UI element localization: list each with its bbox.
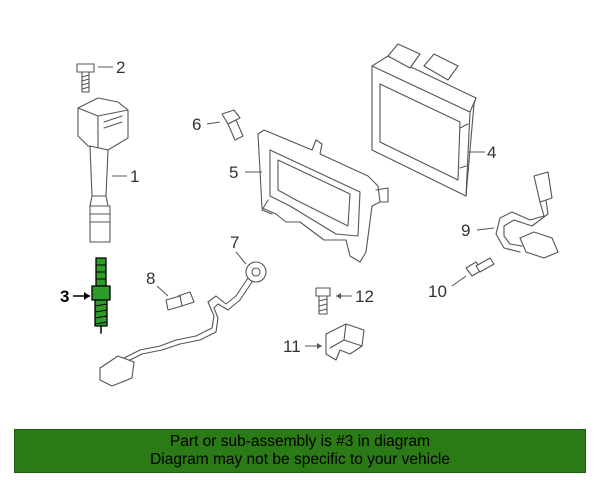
callout-11-arrow <box>317 343 322 349</box>
callout-9-leader <box>476 227 495 231</box>
callout-6-leader <box>206 121 221 125</box>
part-7-knock-sensor[interactable] <box>99 261 267 387</box>
callout-12-arrow <box>336 293 341 299</box>
part-5-bracket[interactable] <box>257 129 389 263</box>
callout-3[interactable]: 3 <box>60 287 69 306</box>
part-2-bolt[interactable] <box>76 63 95 93</box>
part-4-control-module[interactable] <box>371 43 477 197</box>
part-8-bolt[interactable] <box>165 291 195 311</box>
part-6-bolt[interactable] <box>221 109 244 141</box>
part-info-banner: Part or sub-assembly is #3 in diagram Di… <box>14 429 586 473</box>
callout-4[interactable]: 4 <box>487 143 496 162</box>
part-10-bolt[interactable] <box>465 257 495 277</box>
callout-10[interactable]: 10 <box>428 282 447 301</box>
callout-8-leader <box>156 285 169 297</box>
callout-3-arrow <box>84 292 90 300</box>
part-9-sensor-harness[interactable] <box>495 171 559 259</box>
banner-line-1: Part or sub-assembly is #3 in diagram <box>169 433 431 450</box>
part-1-ignition-coil[interactable] <box>77 97 129 243</box>
callout-11[interactable]: 11 <box>283 337 301 356</box>
part-12-bolt[interactable] <box>315 287 331 315</box>
callout-1[interactable]: 1 <box>130 167 139 186</box>
callout-9[interactable]: 9 <box>461 221 470 240</box>
callout-6[interactable]: 6 <box>192 115 201 134</box>
callout-5[interactable]: 5 <box>229 163 238 182</box>
part-11-position-sensor[interactable] <box>325 323 365 361</box>
callout-2[interactable]: 2 <box>116 58 125 77</box>
parts-diagram: 2 1 3 6 5 <box>60 43 559 387</box>
callout-7-leader <box>235 251 247 265</box>
callout-7[interactable]: 7 <box>230 233 239 252</box>
part-3-spark-plug[interactable] <box>91 257 111 334</box>
banner-line-2: Diagram may not be specific to your vehi… <box>150 451 450 468</box>
callout-10-leader <box>451 275 467 287</box>
callout-8[interactable]: 8 <box>146 269 155 288</box>
callout-12[interactable]: 12 <box>355 287 374 306</box>
